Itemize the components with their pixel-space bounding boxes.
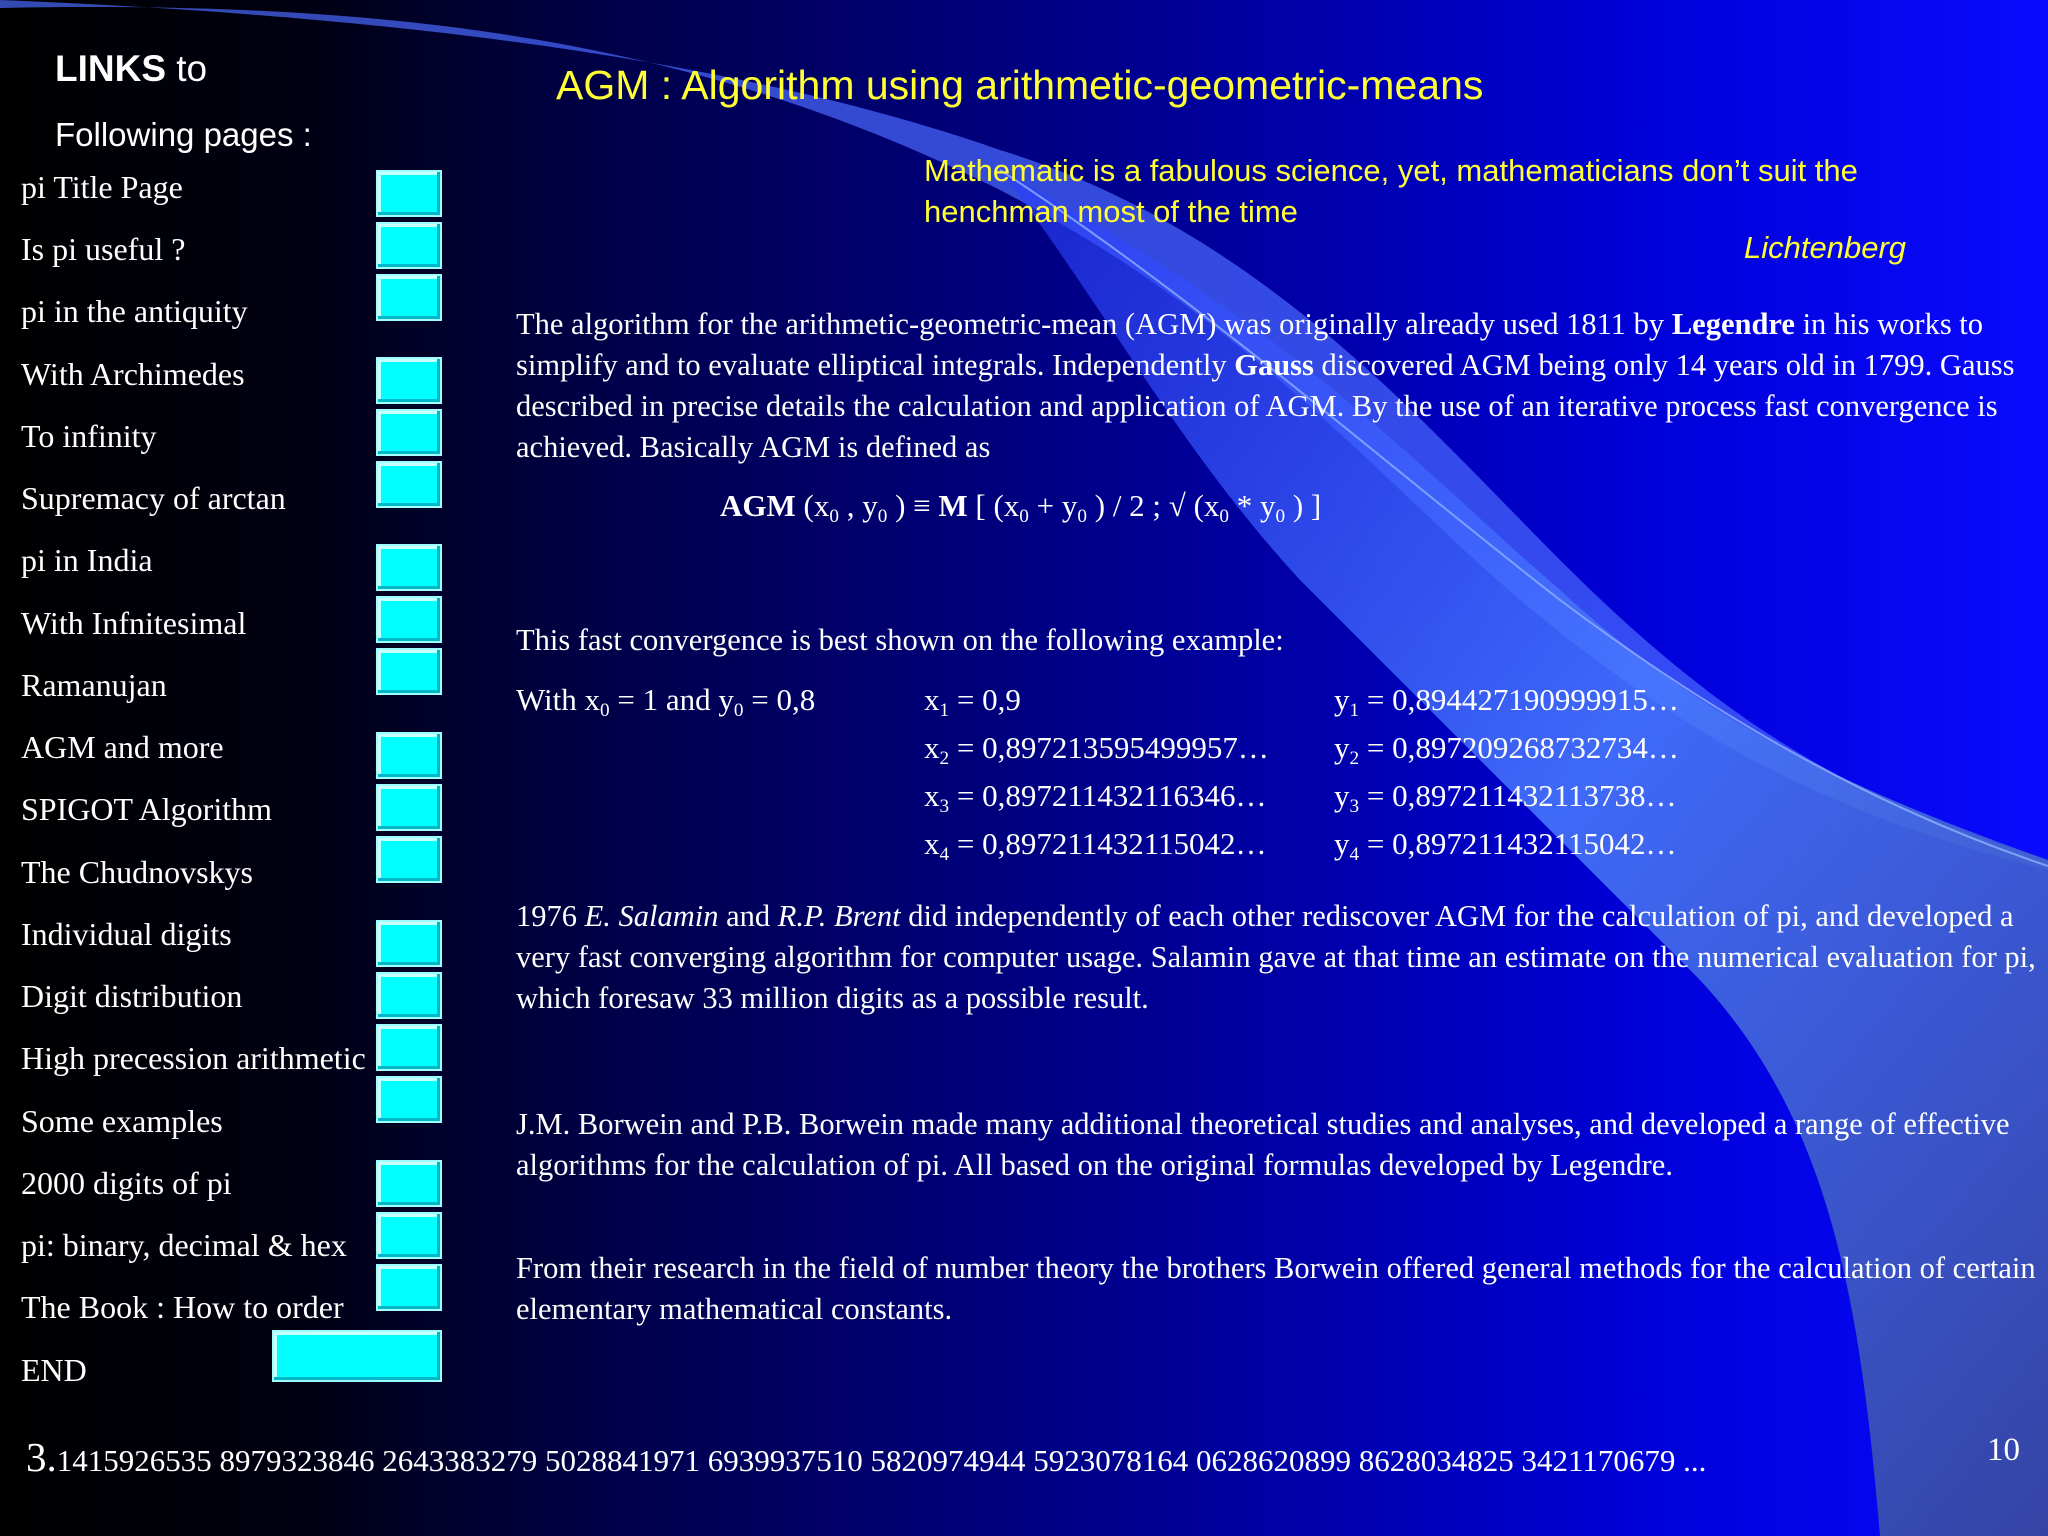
y-value-1: y1 = 0,894427190999915…: [1334, 682, 1679, 721]
nav-link-digit-distribution[interactable]: Digit distribution: [21, 978, 243, 1014]
links-subheading: Following pages :: [55, 116, 312, 153]
paragraph-example-intro: This fast convergence is best shown on t…: [516, 623, 1284, 657]
nav-button-binary-decimal-hex[interactable]: [376, 1212, 442, 1259]
nav-link-archimedes[interactable]: With Archimedes: [21, 356, 245, 392]
nav-link-ramanujan[interactable]: Ramanujan: [21, 667, 167, 703]
paragraph-salamin-brent: 1976 E. Salamin and R.P. Brent did indep…: [516, 899, 2036, 1015]
nav-link-examples[interactable]: Some examples: [21, 1103, 223, 1139]
nav-button-chudnovskys[interactable]: [376, 836, 442, 883]
nav-link-title-page[interactable]: pi Title Page: [21, 169, 183, 205]
nav-link-infinitesimal[interactable]: With Infnitesimal: [21, 605, 247, 641]
y-value-4: y4 = 0,897211432115042…: [1334, 826, 1677, 865]
nav-button-antiquity[interactable]: [376, 274, 442, 321]
nav-link-is-pi-useful[interactable]: Is pi useful ?: [21, 231, 186, 267]
nav-link-end[interactable]: END: [21, 1352, 87, 1388]
x-value-1: x1 = 0,9: [924, 682, 1021, 721]
x-value-4: x4 = 0,897211432115042…: [924, 826, 1267, 865]
convergence-start-values: With x0 = 1 and y0 = 0,8: [516, 682, 816, 721]
nav-link-antiquity[interactable]: pi in the antiquity: [21, 293, 248, 329]
paragraph-borwein: J.M. Borwein and P.B. Borwein made many …: [516, 1107, 2010, 1182]
agm-formula: AGM (x0 , y0 ) ≡ M [ (x0 + y0 ) / 2 ; √ …: [720, 488, 1322, 527]
name-salamin: E. Salamin: [584, 899, 719, 933]
nav-link-individual-digits[interactable]: Individual digits: [21, 916, 232, 952]
nav-button-title-page[interactable]: [376, 170, 442, 217]
nav-button-arctan[interactable]: [376, 461, 442, 508]
x-value-3: x3 = 0,897211432116346…: [924, 778, 1267, 817]
nav-button-digit-distribution[interactable]: [376, 972, 442, 1019]
y-value-2: y2 = 0,897209268732734…: [1334, 730, 1679, 769]
page-number: 10: [1987, 1432, 2020, 1468]
nav-link-arctan[interactable]: Supremacy of arctan: [21, 480, 286, 516]
nav-button-individual-digits[interactable]: [376, 920, 442, 967]
nav-link-india[interactable]: pi in India: [21, 542, 153, 578]
nav-link-binary-decimal-hex[interactable]: pi: binary, decimal & hex: [21, 1227, 347, 1263]
y-value-3: y3 = 0,897211432113738…: [1334, 778, 1677, 817]
slide-title: AGM : Algorithm using arithmetic-geometr…: [556, 62, 1484, 108]
nav-button-archimedes[interactable]: [376, 357, 442, 404]
nav-button-is-pi-useful[interactable]: [376, 222, 442, 269]
nav-button-ramanujan[interactable]: [376, 648, 442, 695]
nav-button-agm[interactable]: [376, 732, 442, 779]
nav-link-agm[interactable]: AGM and more: [21, 729, 224, 765]
nav-button-end[interactable]: [272, 1330, 442, 1382]
nav-button-india[interactable]: [376, 544, 442, 591]
quote-text: Mathematic is a fabulous science, yet, m…: [924, 153, 1858, 229]
nav-link-spigot[interactable]: SPIGOT Algorithm: [21, 791, 272, 827]
links-heading: LINKS to: [55, 48, 208, 89]
nav-link-high-precision[interactable]: High precession arithmetic: [21, 1040, 366, 1076]
nav-button-examples[interactable]: [376, 1076, 442, 1123]
name-gauss: Gauss: [1234, 348, 1314, 382]
nav-link-book-order[interactable]: The Book : How to order: [21, 1289, 344, 1325]
nav-button-2000-digits[interactable]: [376, 1160, 442, 1207]
nav-button-book-order[interactable]: [376, 1264, 442, 1311]
quote-author: Lichtenberg: [1744, 230, 1907, 265]
nav-link-2000-digits[interactable]: 2000 digits of pi: [21, 1165, 232, 1201]
nav-link-chudnovskys[interactable]: The Chudnovskys: [21, 854, 253, 890]
nav-button-high-precision[interactable]: [376, 1024, 442, 1071]
pi-digits-footer: 3.1415926535 8979323846 2643383279 50288…: [26, 1434, 1707, 1480]
nav-button-infinity[interactable]: [376, 409, 442, 456]
name-brent: R.P. Brent: [777, 899, 901, 933]
name-legendre: Legendre: [1671, 307, 1795, 341]
x-value-2: x2 = 0,897213595499957…: [924, 730, 1269, 769]
nav-button-infinitesimal[interactable]: [376, 596, 442, 643]
nav-button-spigot[interactable]: [376, 784, 442, 831]
nav-link-infinity[interactable]: To infinity: [21, 418, 157, 454]
paragraph-history: The algorithm for the arithmetic-geometr…: [516, 307, 2015, 464]
paragraph-borwein-research: From their research in the field of numb…: [516, 1251, 2036, 1326]
